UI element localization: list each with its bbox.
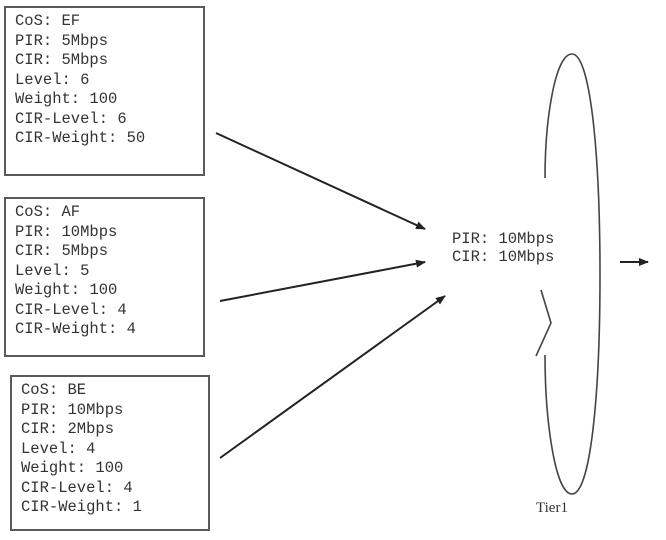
queue-ef-weight: Weight: 100 (15, 90, 118, 108)
tier-rates: PIR: 10Mbps CIR: 10Mbps (452, 230, 554, 266)
queue-be-pir: PIR: 10Mbps (21, 400, 124, 419)
tier-cir: CIR: 10Mbps (452, 248, 555, 266)
queue-af-cir-weight: CIR-Weight: 4 (15, 320, 136, 338)
queue-af-cir-level: CIR-Level: 4 (15, 300, 127, 319)
loop-arrowhead-icon (535, 289, 552, 357)
queue-be-cir-level: CIR-Level: 4 (21, 478, 133, 497)
tier-loop-icon (544, 53, 601, 495)
queue-ef-cos: CoS: EF (15, 12, 81, 30)
queue-box-ef: CoS: EF PIR: 5Mbps CIR: 5Mbps Level: 6 W… (4, 6, 205, 176)
queue-ef-cir: CIR: 5Mbps (15, 51, 109, 69)
tier-label: Tier1 (536, 500, 568, 516)
queue-box-af: CoS: AF PIR: 10Mbps CIR: 5Mbps Level: 5 … (4, 197, 205, 357)
queue-af-pir: PIR: 10Mbps (15, 222, 118, 241)
queue-be-cir: CIR: 2Mbps (21, 420, 115, 438)
queue-ef-cir-weight: CIR-Weight: 50 (15, 129, 146, 147)
arrow-af-to-tier (219, 259, 426, 302)
queue-be-cir-weight: CIR-Weight: 1 (21, 498, 142, 516)
queue-af-cir: CIR: 5Mbps (15, 242, 109, 260)
queue-be-weight: Weight: 100 (21, 459, 124, 477)
queue-af-weight: Weight: 100 (15, 281, 118, 299)
queue-be-level: Level: 4 (21, 439, 96, 458)
queue-be-cos: CoS: BE (21, 381, 87, 399)
queue-ef-level: Level: 6 (15, 70, 90, 89)
queue-af-cos: CoS: AF (15, 203, 81, 221)
queue-ef-cir-level: CIR-Level: 6 (15, 109, 127, 128)
queue-box-be: CoS: BE PIR: 10Mbps CIR: 2Mbps Level: 4 … (10, 375, 210, 531)
queue-af-level: Level: 5 (15, 261, 90, 280)
queue-ef-pir: PIR: 5Mbps (15, 31, 109, 50)
tier-pir: PIR: 10Mbps (452, 230, 555, 248)
arrow-be-to-tier (219, 295, 446, 459)
arrow-ef-to-tier (215, 132, 426, 230)
